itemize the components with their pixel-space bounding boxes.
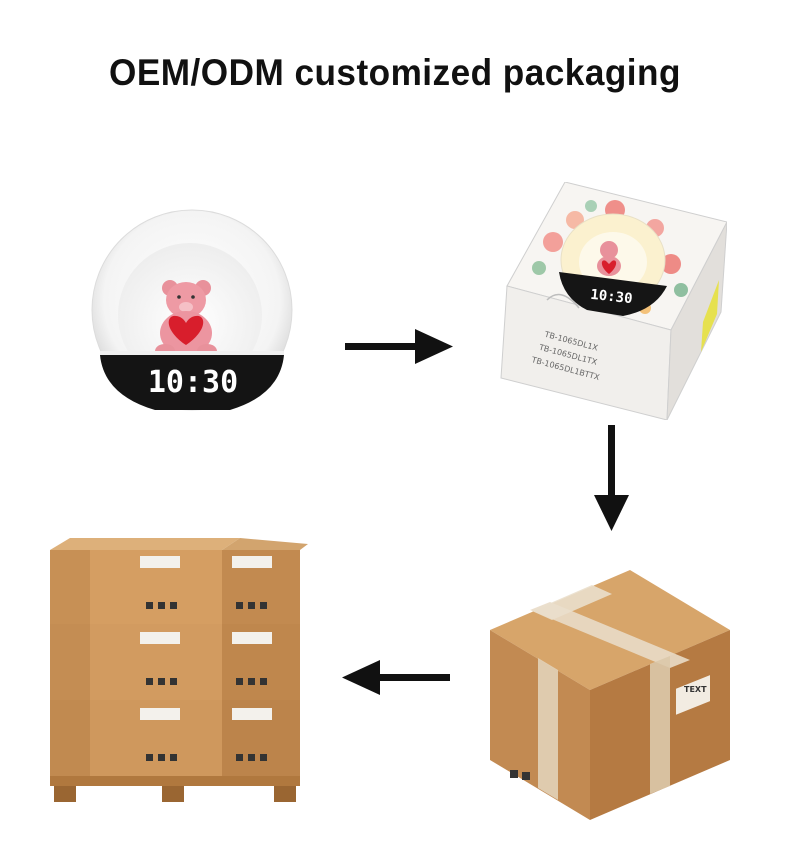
gift-box-clock-display: 10:30 xyxy=(590,287,634,307)
arrow-right-icon xyxy=(345,329,453,364)
gift-box-image: 10:30 TB-1065DL1X TB-1065DL1TX TB-1065DL… xyxy=(500,182,727,420)
page-title: OEM/ODM customized packaging xyxy=(109,52,681,93)
arrow-left-icon xyxy=(342,660,450,695)
shipping-carton-image: TEXT xyxy=(490,570,730,820)
arrow-down-icon xyxy=(594,425,629,531)
product-lamp-image: 10:30 xyxy=(91,209,293,411)
carton-label-text: TEXT xyxy=(684,685,707,694)
pallet-of-cartons-image xyxy=(50,538,308,802)
product-clock-display: 10:30 xyxy=(148,365,238,400)
